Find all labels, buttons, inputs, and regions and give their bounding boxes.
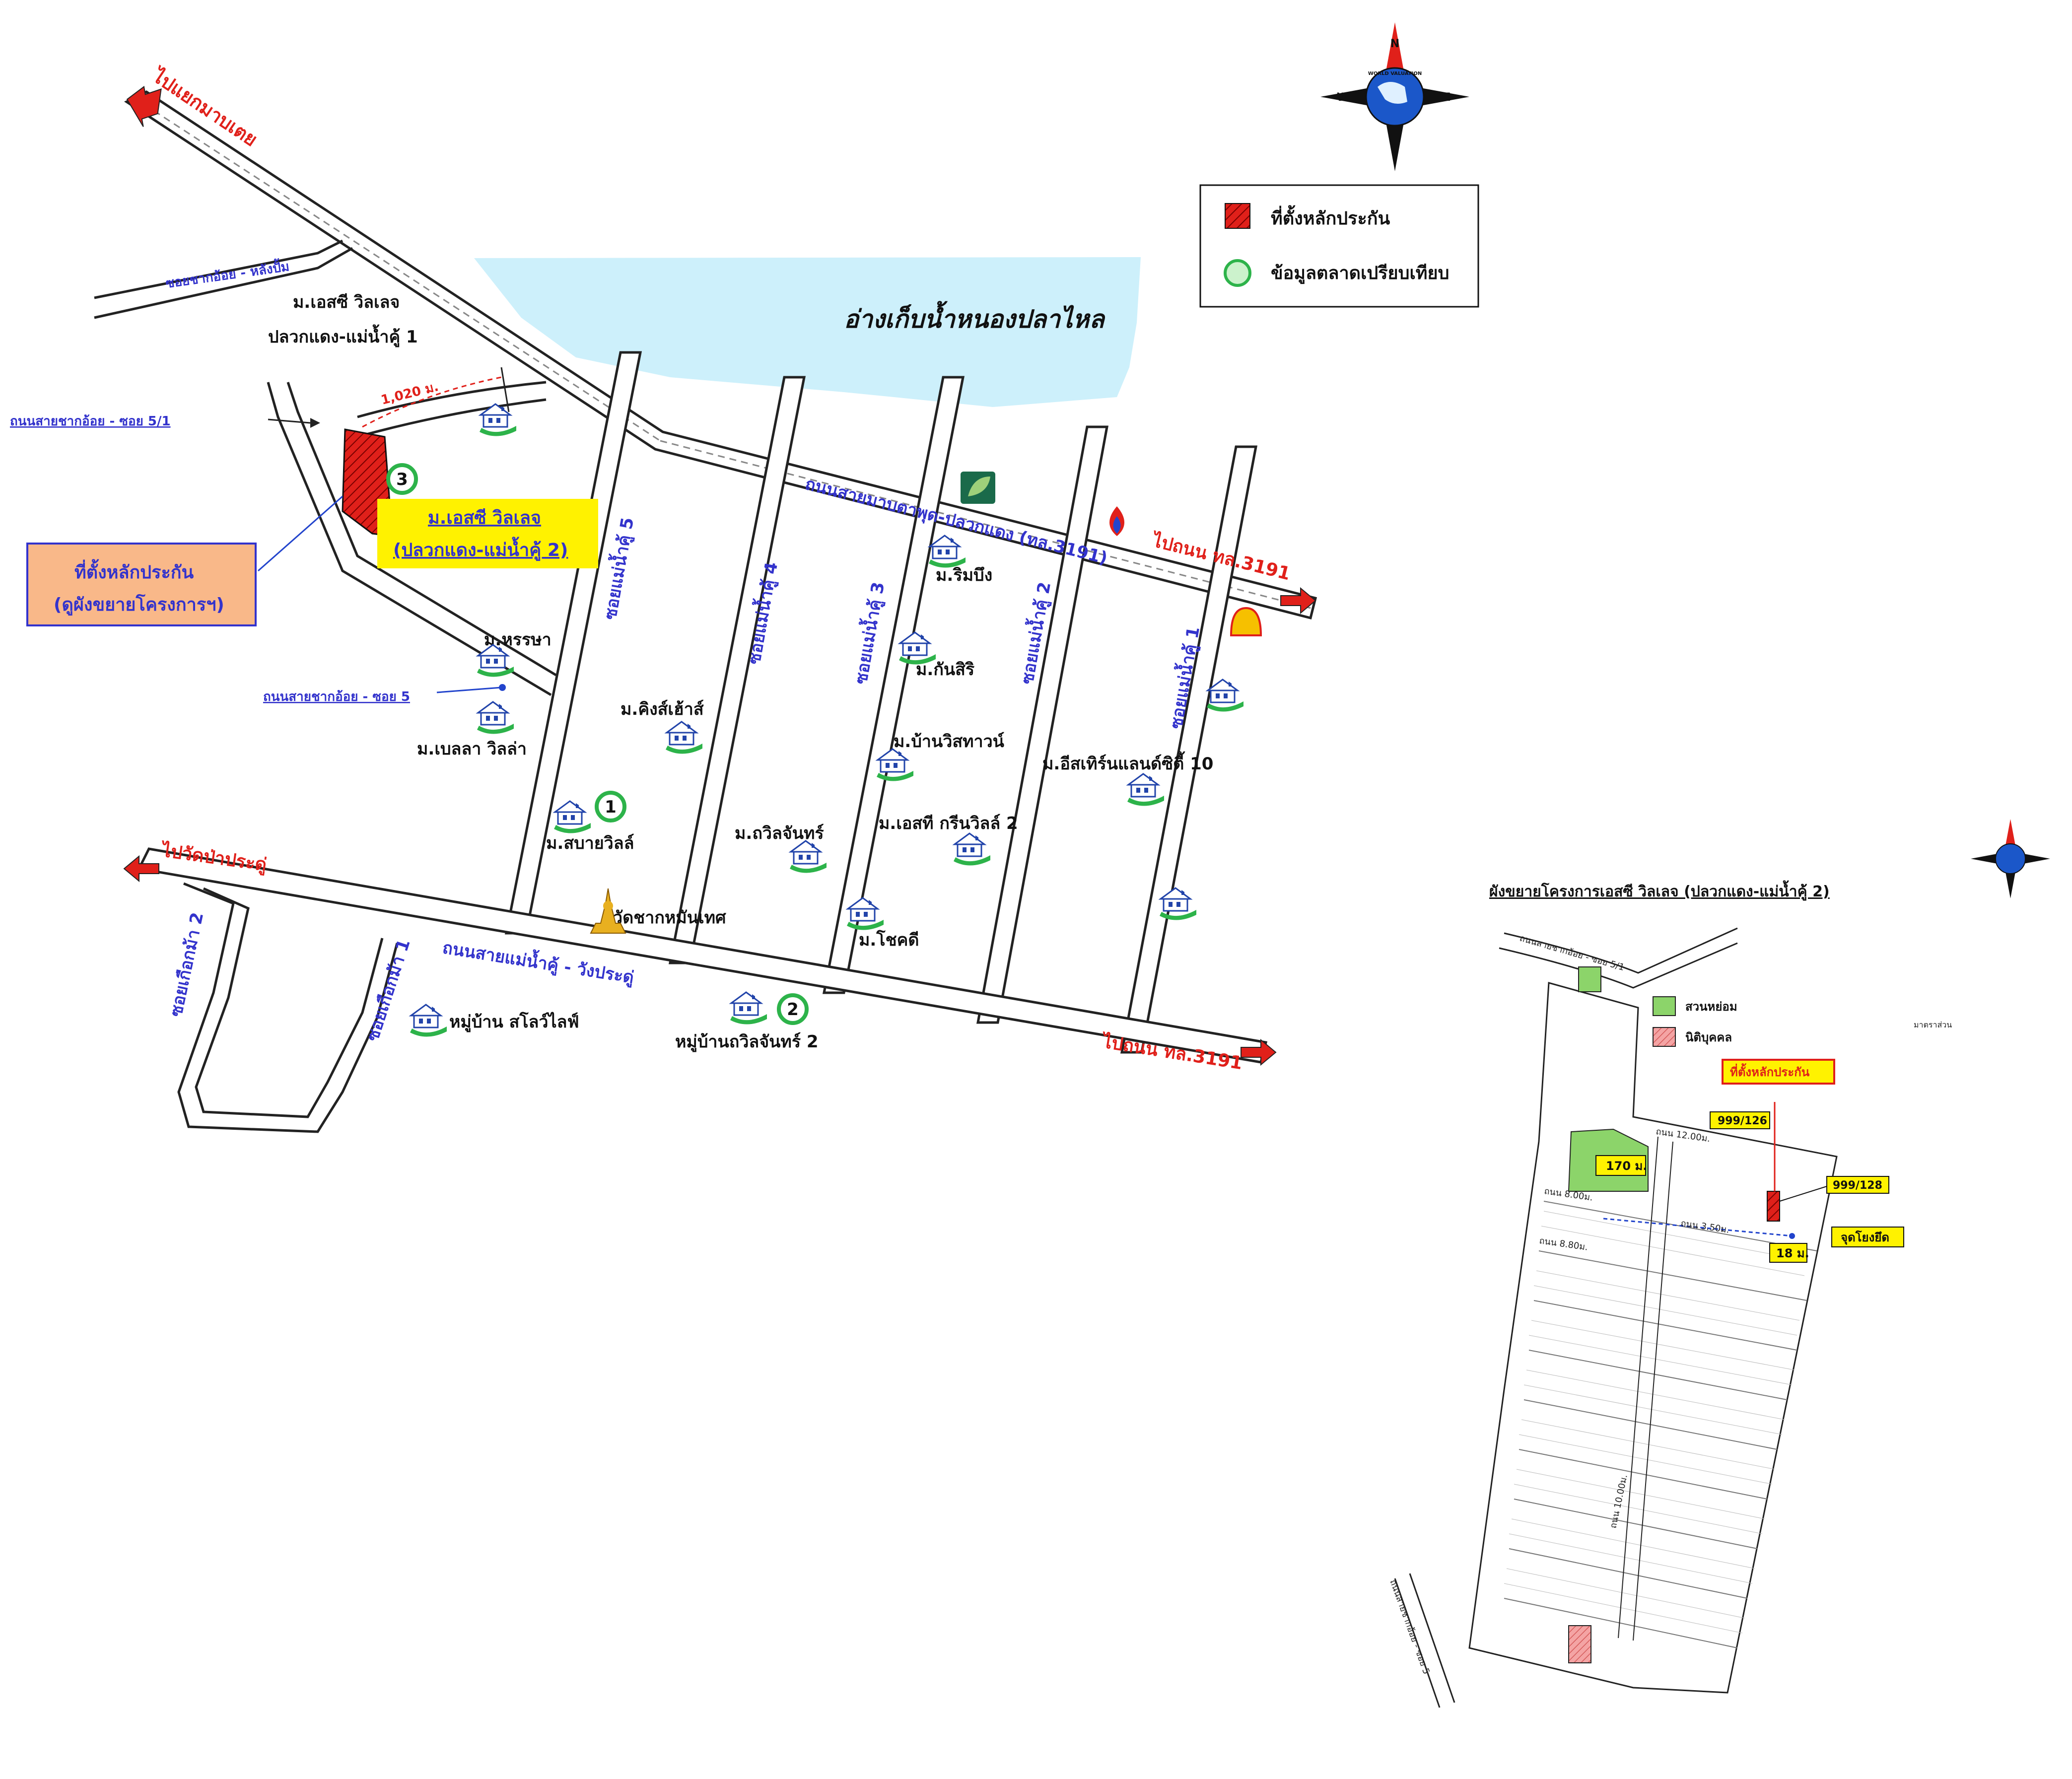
legend-collateral-swatch	[1225, 203, 1250, 229]
road-soi-kueakma-2: ซอยเกือกม้า 2	[166, 911, 208, 1019]
plan-lot-a: 999/126	[1718, 1115, 1767, 1127]
road-chak-oi-langpum: ซอยชากอ้อย - หลังปั้ม	[164, 256, 290, 291]
svg-text:N: N	[1390, 38, 1399, 50]
reservoir	[474, 257, 1141, 407]
arrow-to-3191-bottom	[1241, 1038, 1277, 1066]
label-st-green-ville: ม.เอสที กรีนวิลล์ 2	[879, 814, 1018, 833]
road-network	[94, 90, 1317, 1133]
plan-collateral-tag: ที่ตั้งหลักประกัน	[1730, 1063, 1810, 1079]
reservoir-label: อ่างเก็บน้ำหนองปลาไหล	[844, 301, 1105, 334]
legend-market-swatch	[1224, 259, 1251, 287]
label-kings-house: ม.คิงส์เฮ้าส์	[621, 699, 704, 719]
label-chokdee: ม.โชคดี	[859, 930, 919, 950]
road-chak-oi-5-1: ถนนสายชากอ้อย - ซอย 5/1	[10, 414, 171, 429]
label-sc-village-2: ม.เอสซี วิลเลจ	[428, 508, 541, 528]
plan-title: ผังขยายโครงการเอสซี วิลเลจ (ปลวกแดง-แม่น…	[1489, 880, 1830, 901]
market-marker-2: 2	[777, 993, 809, 1025]
callout-title: ที่ตั้งหลักประกัน	[74, 559, 194, 583]
label-slow-life: หมู่บ้าน สโลว์ไลฟ์	[449, 1012, 579, 1032]
label-sc-village-2-sub: (ปลวกแดง-แม่น้ำคู้ 2)	[393, 537, 568, 561]
plan-lot-b: 999/128	[1833, 1179, 1882, 1192]
legend-collateral-label: ที่ตั้งหลักประกัน	[1271, 205, 1390, 229]
collateral-callout	[26, 543, 257, 626]
site-plan: ผังขยายโครงการเอสซี วิลเลจ (ปลวกแดง-แม่น…	[1387, 880, 1952, 1708]
arrow-to-maptaphut	[126, 85, 162, 127]
label-sabai-ville: ม.สบายวิลล์	[546, 833, 634, 853]
plan-distance: 18 ม.	[1776, 1246, 1809, 1260]
plan-legend-park-swatch	[1653, 996, 1676, 1016]
plan-legend-juristic-swatch	[1653, 1027, 1676, 1047]
svg-text:WORLD VALUATION: WORLD VALUATION	[1368, 71, 1422, 76]
wat-icon	[590, 888, 626, 934]
ptt-icon	[1109, 506, 1124, 536]
label-bella: ม.เบลลา วิลล่า	[417, 739, 527, 759]
plan-juristic	[1568, 1625, 1591, 1663]
label-eastern-land: ม.อีสเทิร์นแลนด์ซิตี้ 10	[1042, 751, 1213, 774]
arrow-to-3191-top	[1280, 587, 1316, 615]
svg-text:3: 3	[396, 470, 408, 489]
label-sc-village-1: ม.เอสซี วิลเลจ	[293, 292, 400, 312]
compass-small-icon	[1971, 819, 2050, 898]
plan-corner-note: มาตราส่วน	[1914, 1020, 1952, 1029]
plan-park-size: 170 ม.	[1606, 1159, 1647, 1173]
road-soi-maenamkhu-3: ซอยแม่น้ำคู้ 3	[848, 580, 889, 685]
plan-legend-park: สวนหย่อม	[1685, 1000, 1737, 1014]
plan-legend-juristic: นิติบุคคล	[1685, 1030, 1732, 1045]
label-wat: วัดชากหมันเทศ	[613, 908, 726, 928]
sc-village-2-box	[377, 499, 598, 568]
plan-collateral-lot	[1767, 1191, 1780, 1222]
svg-text:E: E	[1443, 91, 1450, 104]
arrow-to-wat	[123, 855, 159, 883]
road-chak-oi-5: ถนนสายชากอ้อย - ซอย 5	[263, 689, 410, 704]
road-soi-kueakma-1: ซอยเกือกม้า 1	[363, 937, 414, 1044]
market-marker-3: 3	[386, 463, 418, 495]
plan-bottom-road: ถนนสายชากอ้อย - ซอย 5	[1387, 1578, 1432, 1676]
svg-text:1: 1	[605, 797, 617, 817]
label-rim-bueng: ม.ริมบึง	[936, 565, 992, 585]
svg-text:W: W	[1337, 91, 1349, 104]
svg-text:2: 2	[787, 1000, 799, 1020]
label-thawin-chan: ม.ถวิลจันทร์	[735, 823, 824, 843]
bangchak-icon	[961, 472, 995, 504]
market-marker-1: 1	[595, 791, 626, 822]
legend-market-label: ข้อมูลตลาดเปรียบเทียบ	[1271, 263, 1449, 284]
svg-text:S: S	[1391, 144, 1399, 157]
label-thawin-chan-2: หมู่บ้านถวิลจันทร์ 2	[675, 1032, 819, 1052]
plan-point: จุดโยงยึด	[1841, 1230, 1889, 1245]
shell-icon	[1230, 607, 1262, 636]
label-ban-wisa-town: ม.บ้านวิสทาวน์	[894, 732, 1004, 752]
label-sc-village-1-sub: ปลวกแดง-แม่น้ำคู้ 1	[268, 324, 418, 347]
legend: ที่ตั้งหลักประกัน ข้อมูลตลาดเปรียบเทียบ	[1199, 184, 1479, 308]
callout-subtitle: (ดูผังขยายโครงการฯ)	[54, 594, 224, 616]
compass-icon: N W E S WORLD VALUATION	[1320, 22, 1469, 171]
